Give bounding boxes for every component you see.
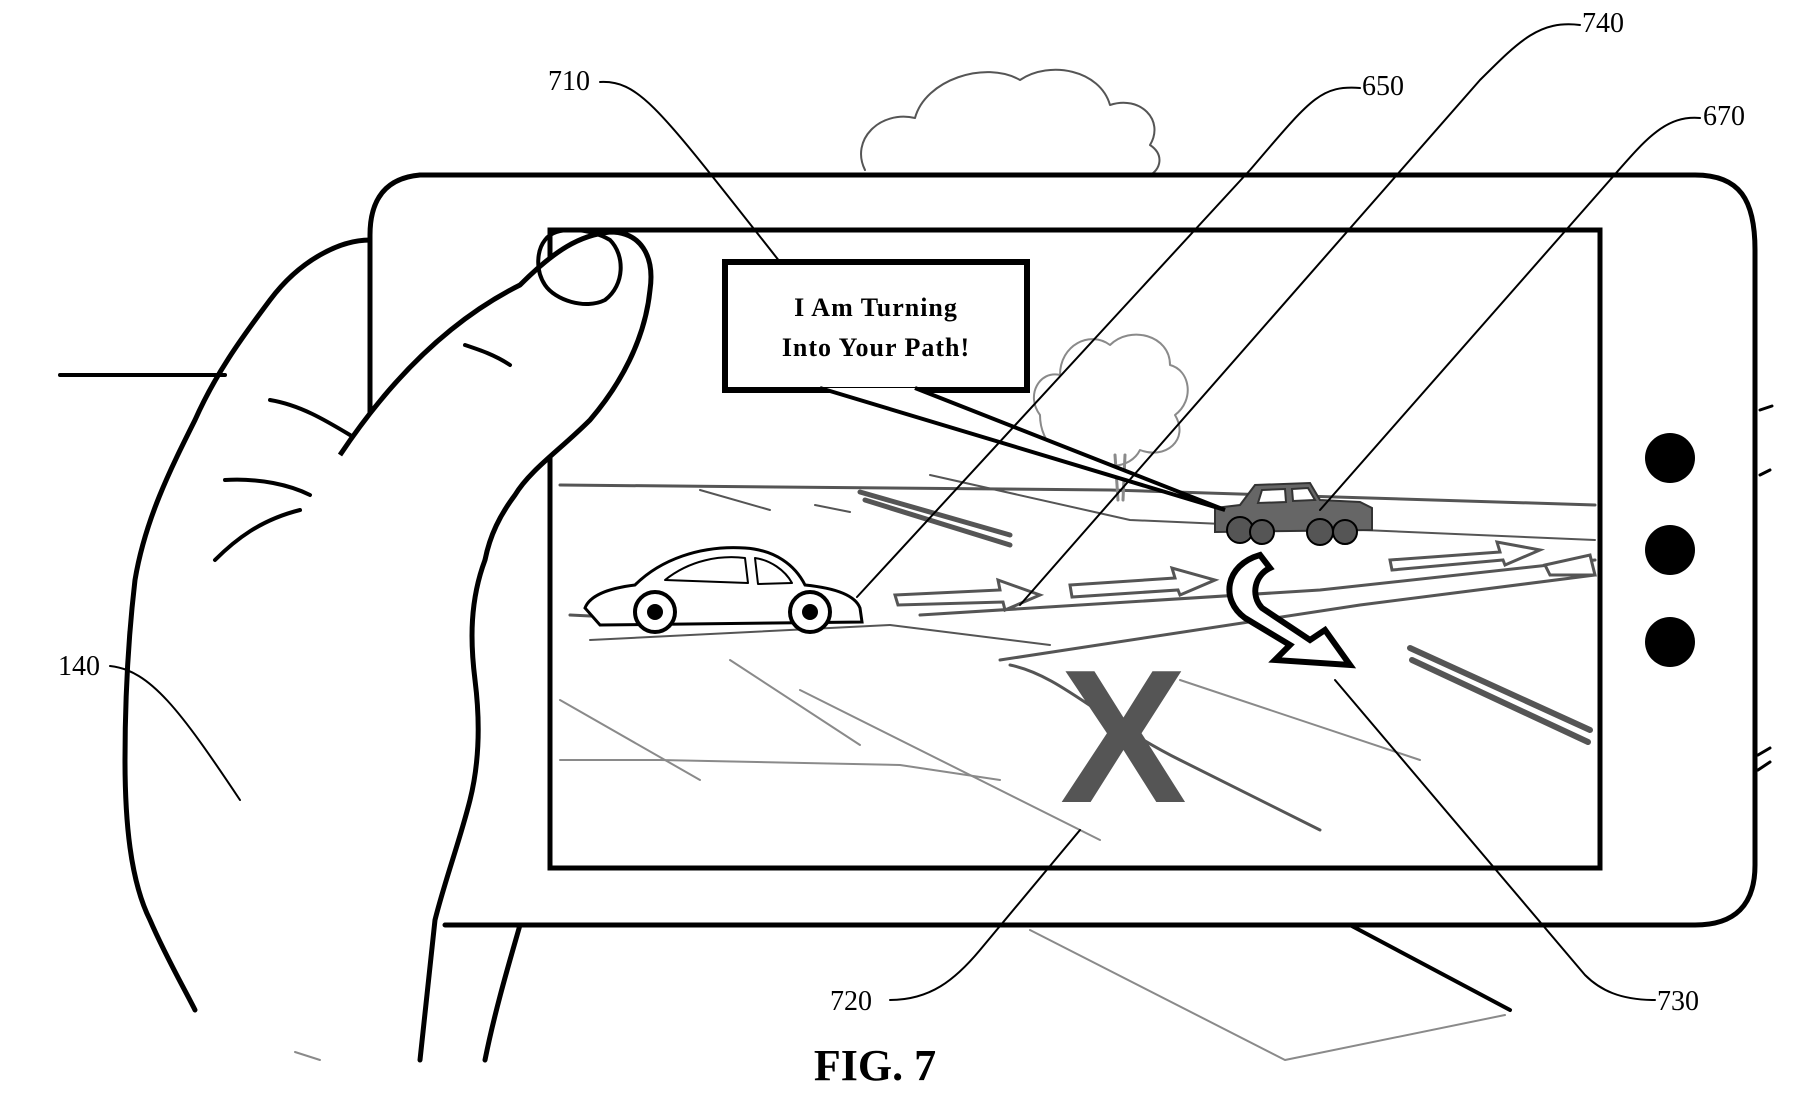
lane-arrow-3: [1388, 540, 1546, 572]
ref-140: 140: [58, 651, 100, 682]
figure-caption: FIG. 7: [814, 1041, 936, 1090]
hand-icon: [58, 227, 654, 1063]
ref-710: 710: [548, 66, 590, 97]
ref-740: 740: [1582, 8, 1624, 39]
ref-720: 720: [830, 986, 872, 1017]
bubble-pointer: [819, 386, 1226, 512]
ref-670: 670: [1703, 101, 1745, 132]
road-scene: [558, 474, 1597, 841]
notification-bubble: I Am Turning Into Your Path!: [722, 259, 1226, 512]
device-button-1[interactable]: [1645, 433, 1695, 483]
cloud-icon: [860, 68, 1161, 176]
ref-730: 730: [1657, 986, 1699, 1017]
bubble-line-2: Into Your Path!: [782, 333, 970, 362]
device-button-2[interactable]: [1645, 525, 1695, 575]
lane-arrows: [893, 540, 1597, 613]
car-icon: [583, 546, 864, 634]
turn-arrow-icon: [1226, 551, 1357, 669]
bubble-line-1: I Am Turning: [794, 293, 958, 322]
warning-x-mark: X: [1060, 631, 1187, 843]
ref-650: 650: [1362, 71, 1404, 102]
lane-arrow-2: [1068, 565, 1220, 599]
truck-icon: [1214, 481, 1373, 546]
reference-leaders: [109, 23, 1701, 1001]
mobile-device: [367, 172, 1774, 928]
table-surface-lines: [294, 923, 1512, 1061]
device-button-3[interactable]: [1645, 617, 1695, 667]
